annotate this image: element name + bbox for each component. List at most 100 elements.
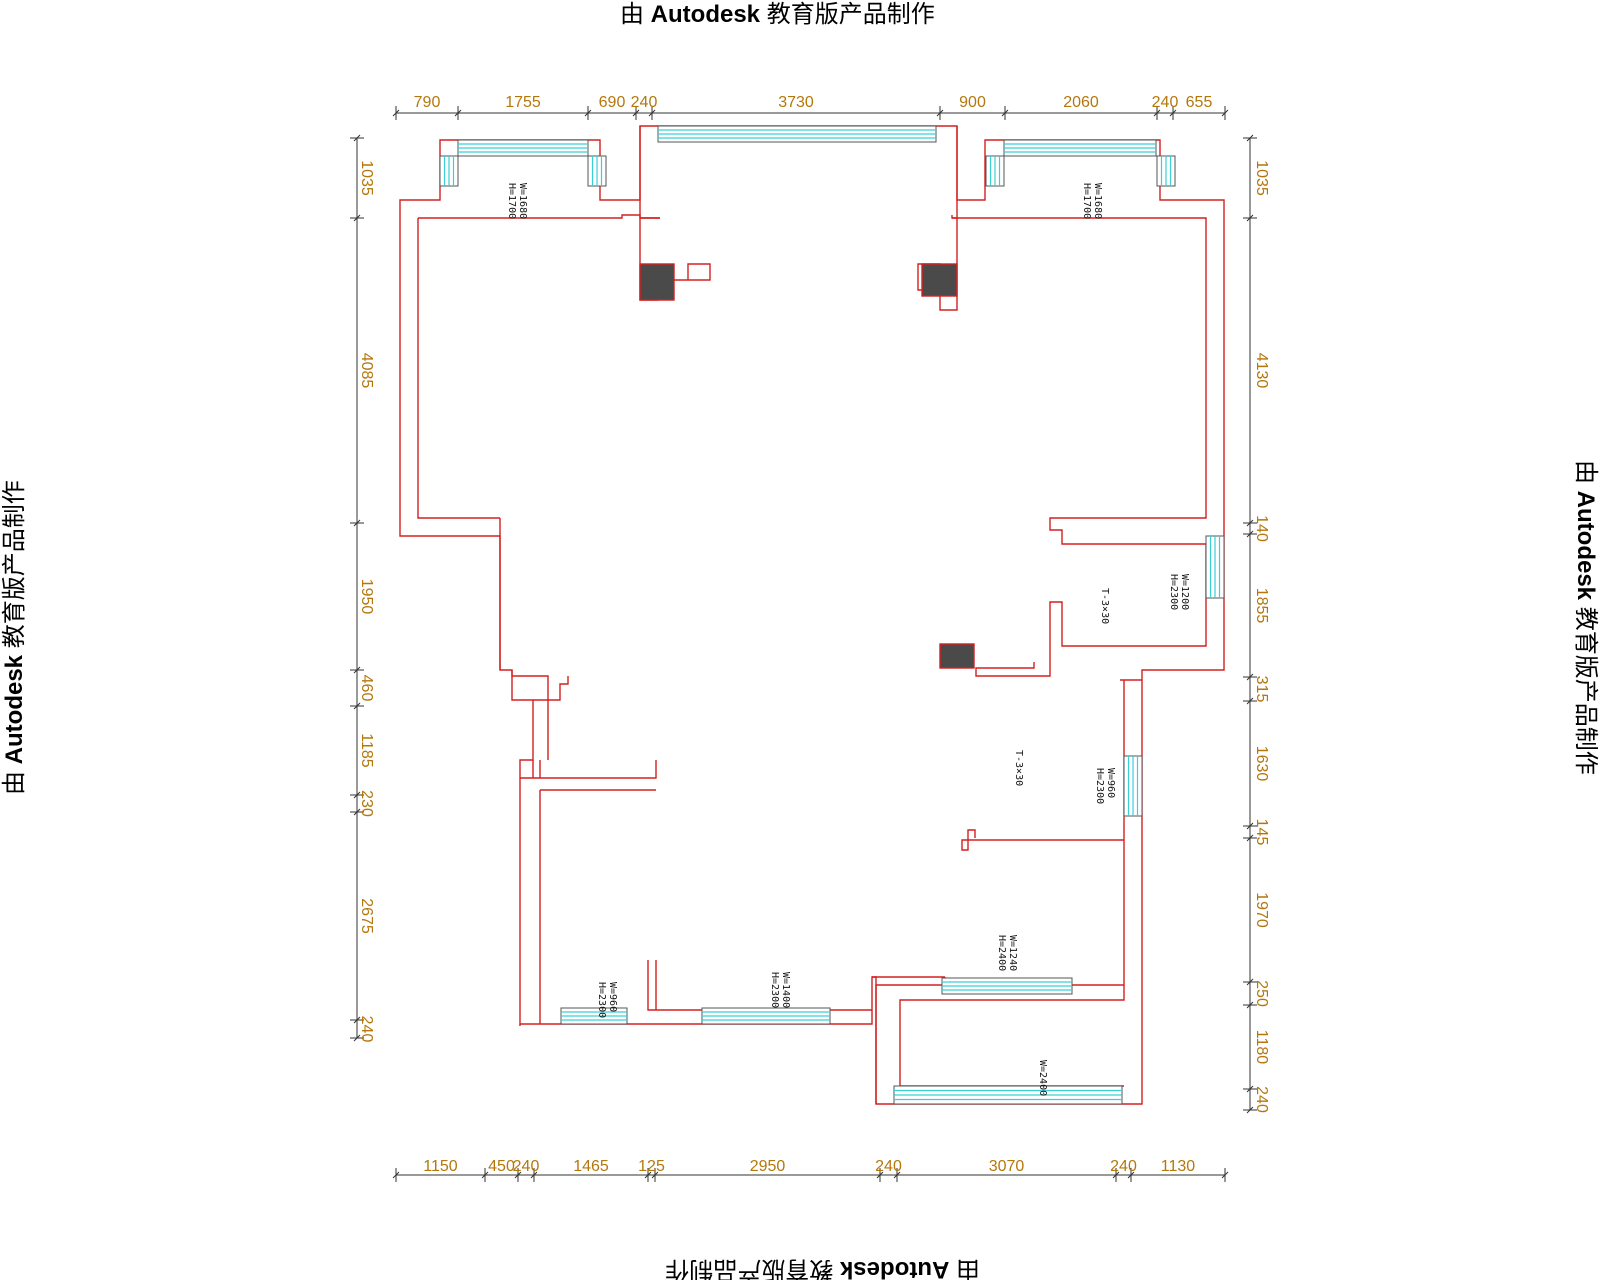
balcony-label: W=2400 [1037,1060,1048,1096]
dim-right-value: 145 [1253,819,1270,846]
dim-left-slash [353,1034,361,1042]
dim-bottom-value: 240 [1110,1158,1137,1175]
dim-left-value: 1035 [358,160,375,196]
window-label-bottom-mid: W=1400 H=2300 [769,972,791,1008]
structural-column [639,263,675,301]
dim-right-slash [1246,822,1254,830]
dim-right-value: 140 [1253,515,1270,542]
dim-left-value: 4085 [358,353,375,389]
room-label-upper: T-3×30 [1099,588,1110,624]
dim-left-value: 1185 [358,733,375,768]
dim-right-slash [1246,1085,1254,1093]
window [893,1085,1123,1105]
dim-bottom-value: 240 [875,1158,902,1175]
dim-right-slash [1246,978,1254,986]
dim-left-slash [353,666,361,674]
dim-bottom-value: 450 [488,1158,515,1175]
dim-right-value: 1180 [1253,1030,1270,1065]
dim-right-slash [1246,134,1254,142]
svg-text:W=960: W=960 [1105,768,1116,798]
window [1156,155,1176,187]
dim-top-slash [1221,109,1229,117]
dim-right-value: 1855 [1253,588,1270,624]
entry-wall-line [639,126,958,311]
watermark-bottom: 由 Autodesk 教育版产品制作 [665,1256,980,1280]
window [1205,535,1225,599]
dim-top-slash [1153,109,1161,117]
window [587,155,607,187]
svg-text:T-3×30: T-3×30 [1013,750,1024,786]
dim-bottom-value: 1465 [573,1158,609,1175]
dim-left-value: 1950 [358,579,375,615]
window [439,155,459,187]
dim-right-value: 240 [1253,1086,1270,1113]
window-label-right-upper: W=1200 H=2300 [1168,574,1190,610]
dim-top-slash [392,109,400,117]
svg-text:W=1200: W=1200 [1179,574,1190,610]
dim-right-slash [1246,530,1254,538]
dim-bottom-slash [876,1171,884,1179]
svg-text:W=1680: W=1680 [517,183,528,219]
dim-left-value: 230 [358,790,375,817]
dim-right-slash [1246,697,1254,705]
dim-right-slash [1246,519,1254,527]
window [701,1007,831,1025]
dim-bottom-slash [651,1171,659,1179]
dim-right-value: 1970 [1253,892,1270,928]
dim-bottom-value: 1130 [1161,1158,1196,1175]
svg-text:H=1700: H=1700 [1081,183,1092,219]
dim-bottom-slash [1127,1171,1135,1179]
dim-top-value: 655 [1186,94,1213,111]
dimension-chain-left: 1035 4085 1950 460 1185 230 2675 240 [350,134,375,1043]
dim-bottom-slash [392,1171,400,1179]
window [560,1007,628,1025]
dim-right-value: 4130 [1253,353,1270,389]
dim-left-slash [353,702,361,710]
dim-top-value: 240 [631,94,658,111]
svg-text:H=2300: H=2300 [1168,574,1179,610]
dim-bottom-slash [481,1171,489,1179]
svg-text:W=1680: W=1680 [1092,183,1103,219]
room-label-lower: T-3×30 [1013,750,1024,786]
watermark-top: 由 Autodesk 教育版产品制作 [620,1,935,28]
window [457,139,589,157]
dim-left-value: 460 [358,675,375,702]
structural-column [939,643,975,669]
watermark-right: 由 Autodesk 教育版产品制作 [1572,460,1599,775]
dim-top-value: 2060 [1063,94,1099,111]
dim-right-value: 1035 [1253,160,1270,196]
dim-bottom-slash [893,1171,901,1179]
window-label-bottom-left: W=960 H=2300 [596,982,618,1018]
windows [439,125,1225,1105]
dim-bottom-slash [1112,1171,1120,1179]
dim-bottom-slash [514,1171,522,1179]
dim-top-slash [1169,109,1177,117]
dim-top-slash [454,109,462,117]
dim-top-slash [632,109,640,117]
dim-left-value: 240 [358,1016,375,1043]
dim-bottom-slash [530,1171,538,1179]
dim-left-slash [353,808,361,816]
dim-top-slash [648,109,656,117]
window [657,125,937,143]
window [985,155,1005,187]
svg-text:T-3×30: T-3×30 [1099,588,1110,624]
dim-top-value: 900 [959,94,986,111]
dim-right-value: 1630 [1253,746,1270,782]
watermark-left: 由 Autodesk 教育版产品制作 [1,480,28,795]
svg-text:W=1240: W=1240 [1007,935,1018,971]
dim-right-value: 315 [1253,676,1270,703]
dim-bottom-slash [644,1171,652,1179]
window [1123,755,1143,817]
dim-top-value: 790 [414,94,441,111]
dim-left-value: 2675 [358,898,375,934]
dim-right-slash [1246,214,1254,222]
svg-text:H=2300: H=2300 [1094,768,1105,804]
svg-text:H=2300: H=2300 [596,982,607,1018]
dim-bottom-slash [1221,1171,1229,1179]
